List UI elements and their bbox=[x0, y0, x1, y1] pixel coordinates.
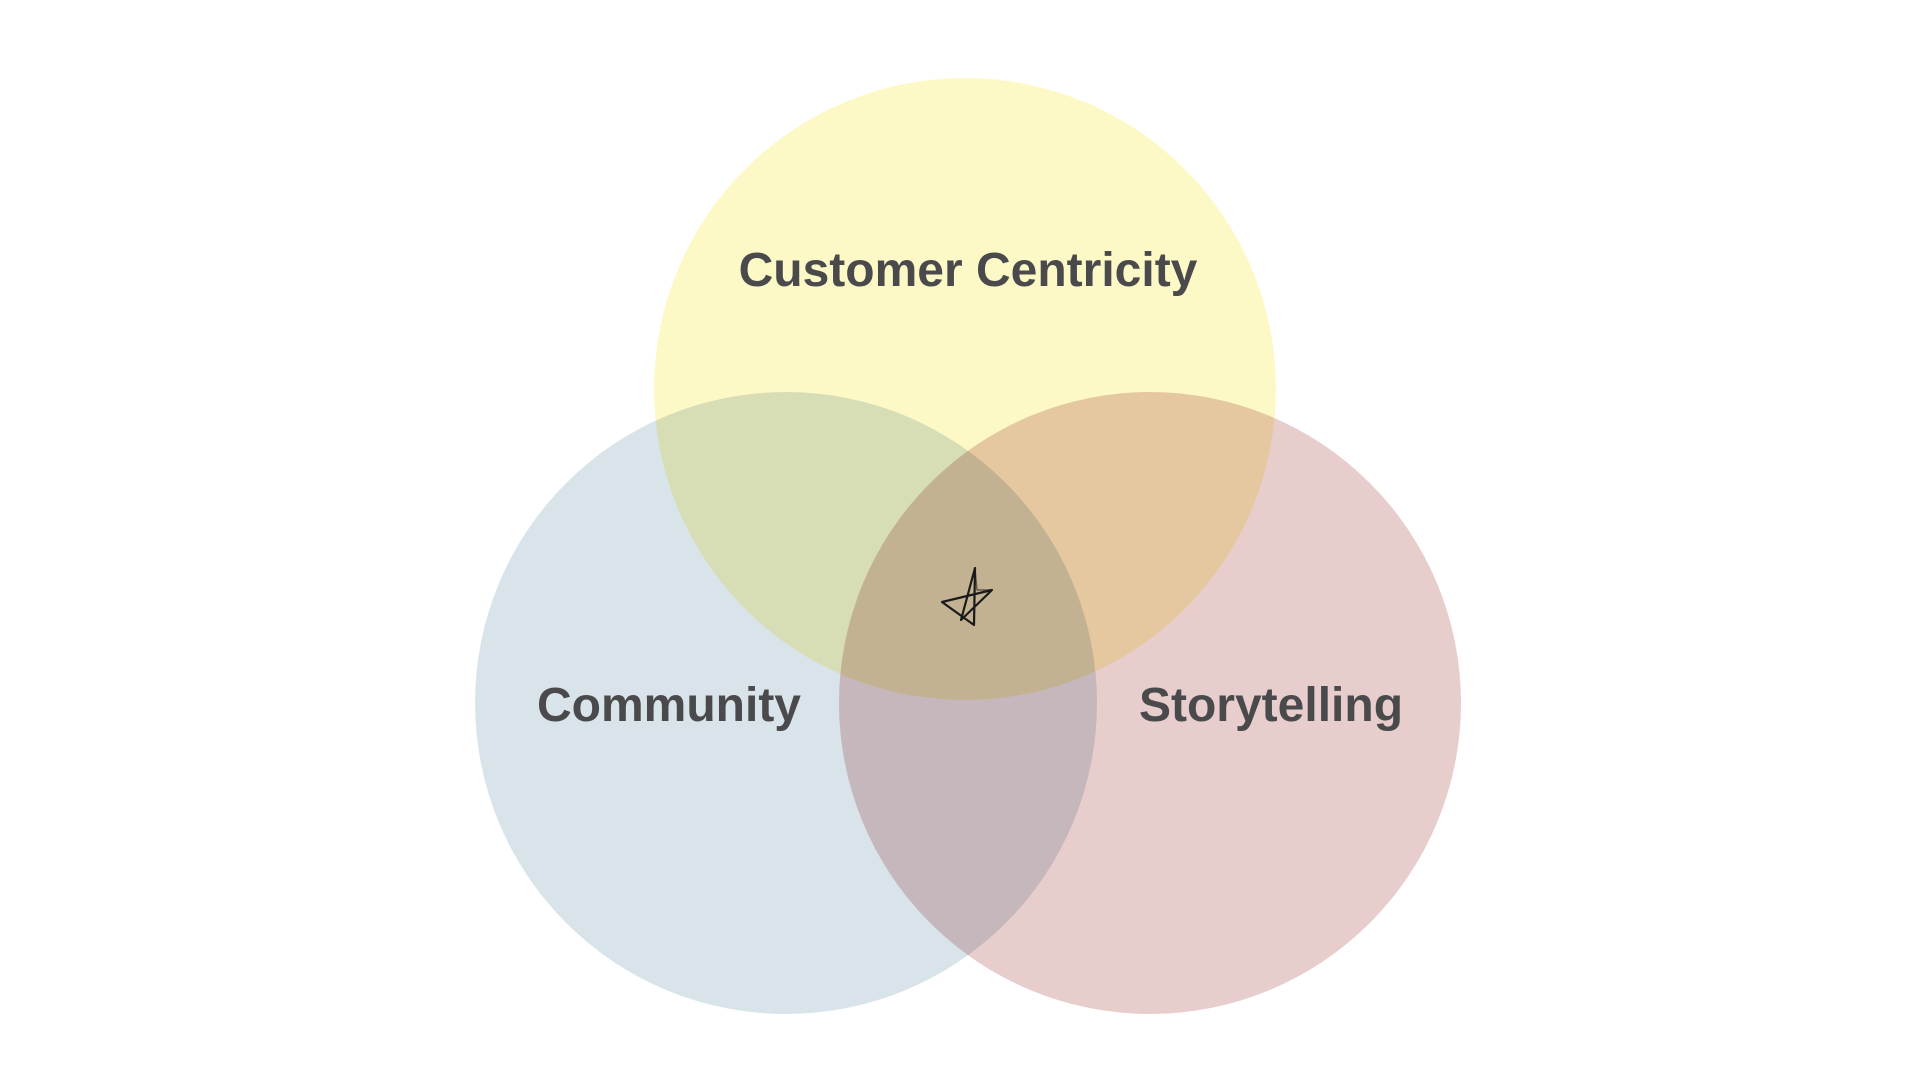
label-community: Community bbox=[537, 679, 801, 732]
hand-drawn-star-icon bbox=[940, 566, 994, 627]
label-storytelling: Storytelling bbox=[1139, 679, 1403, 732]
venn-circles bbox=[475, 78, 1461, 1014]
label-customer-centricity: Customer Centricity bbox=[739, 244, 1198, 297]
circle-storytelling bbox=[839, 392, 1461, 1014]
